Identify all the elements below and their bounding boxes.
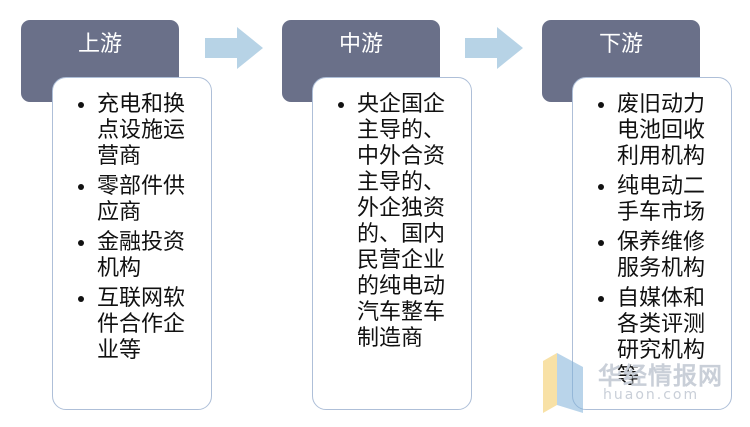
list-item: 自媒体和各类评测研究机构等 [617,286,725,390]
list-item: 保养维修服务机构 [617,230,725,282]
list-item: 纯电动二手车市场 [617,174,725,226]
watermark-name: 华经情报网 [598,362,723,390]
list-item: 充电和换点设施运营商 [97,92,205,170]
list-item: 央企国企主导的、中外合资主导的、外企独资的、国内民营企业的纯电动汽车整车制造商 [357,92,461,352]
list-item: 零部件供应商 [97,174,205,226]
stage-list-downstream: 废旧动力电池回收利用机构 纯电动二手车市场 保养维修服务机构 自媒体和各类评测研… [573,78,731,390]
watermark-url: huaon.com [603,387,700,403]
stage-title-downstream: 下游 [598,32,643,57]
stage-card-midstream: 央企国企主导的、中外合资主导的、外企独资的、国内民营企业的纯电动汽车整车制造商 [312,77,472,410]
watermark-logo-icon [543,353,583,413]
stage-title-midstream: 中游 [338,32,383,57]
stage-title-upstream: 上游 [77,32,122,57]
stage-card-upstream: 充电和换点设施运营商 零部件供应商 金融投资机构 互联网软件合作企业等 [52,77,212,410]
stage-list-midstream: 央企国企主导的、中外合资主导的、外企独资的、国内民营企业的纯电动汽车整车制造商 [313,78,471,352]
arrow-right-icon [205,27,263,69]
list-item: 互联网软件合作企业等 [97,286,205,364]
list-item: 金融投资机构 [97,230,205,282]
stage-list-upstream: 充电和换点设施运营商 零部件供应商 金融投资机构 互联网软件合作企业等 [53,78,211,364]
stage-card-downstream: 废旧动力电池回收利用机构 纯电动二手车市场 保养维修服务机构 自媒体和各类评测研… [572,77,732,410]
arrow-right-icon [465,27,523,69]
list-item: 废旧动力电池回收利用机构 [617,92,725,170]
